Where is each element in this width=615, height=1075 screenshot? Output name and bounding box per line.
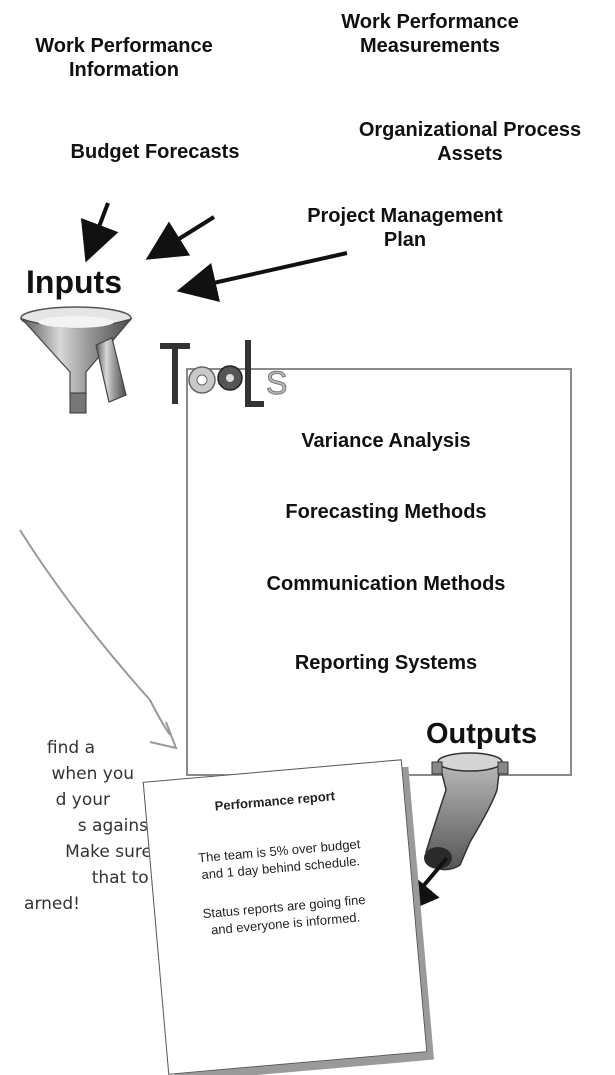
note-arrow <box>19 529 171 736</box>
note-line: find a <box>46 738 95 758</box>
pipe-elbow-icon <box>424 752 509 871</box>
funnel-icon <box>20 306 133 414</box>
gear-icon <box>188 366 216 394</box>
label-work-performance-measurements: Work Performance Measurements <box>341 11 519 57</box>
tool-variance-analysis: Variance Analysis <box>301 430 471 452</box>
performance-report: Performance report The team is 5% over b… <box>142 759 428 1075</box>
label-budget-forecasts: Budget Forecasts <box>70 141 240 163</box>
tool-communication-methods: Communication Methods <box>266 573 506 595</box>
note-line: when you <box>51 764 134 784</box>
allen-key-icon <box>245 340 264 407</box>
report-title: Performance report <box>214 788 336 814</box>
label-organizational-process-assets: Organizational Process Assets <box>358 119 582 165</box>
note-line: arned! <box>24 894 80 914</box>
tool-reporting-systems: Reporting Systems <box>294 652 478 674</box>
tools-heading-s: S <box>266 365 287 401</box>
tools-box <box>186 368 572 776</box>
note-line: d your <box>55 790 110 810</box>
label-project-management-plan: Project Management Plan <box>307 205 503 251</box>
gear-icon <box>217 365 243 391</box>
outputs-heading: Outputs <box>426 718 538 750</box>
tool-forecasting-methods: Forecasting Methods <box>285 501 487 523</box>
output-arrow <box>398 856 449 916</box>
arrow-project-plan <box>176 251 348 303</box>
inputs-heading: Inputs <box>26 264 122 300</box>
label-work-performance-information: Work Performance Information <box>35 35 213 81</box>
input-arrows <box>80 202 348 303</box>
t-tool-icon <box>160 343 190 404</box>
arrow-budget-forecasts <box>80 202 119 263</box>
arrow-organizational-assets <box>145 215 216 260</box>
note-arrow-head <box>149 721 178 750</box>
note-line: Make sure <box>65 842 152 862</box>
